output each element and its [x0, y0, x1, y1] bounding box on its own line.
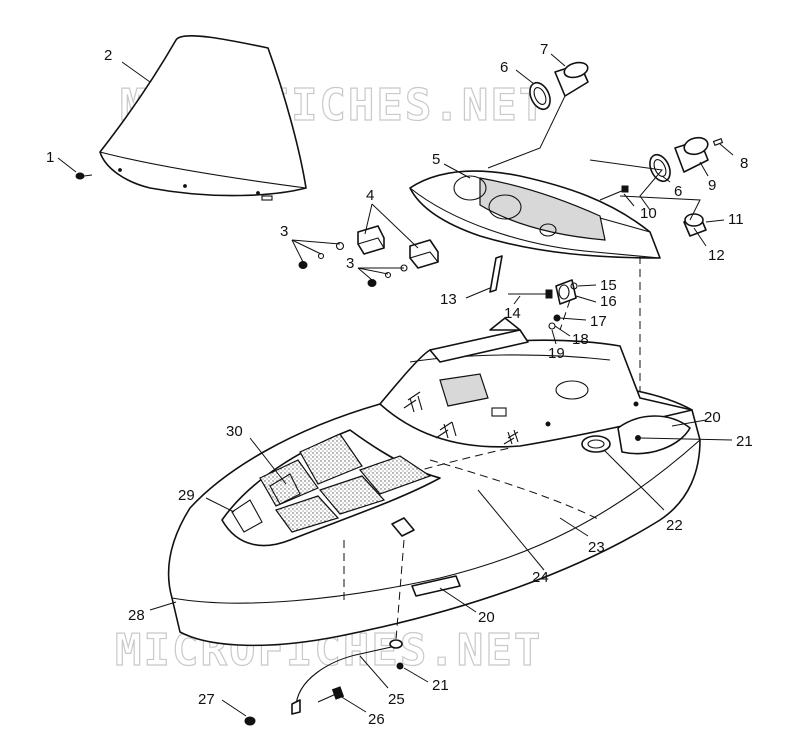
callout-27: 27	[198, 691, 215, 708]
callout-15: 15	[600, 277, 617, 294]
callout-28: 28	[128, 607, 145, 624]
callout-11: 11	[728, 211, 744, 228]
washer-15	[570, 282, 578, 290]
callout-6-upper: 6	[500, 59, 508, 76]
tether-25	[291, 639, 403, 715]
callout-29: 29	[178, 487, 195, 504]
dash-panel	[409, 170, 661, 259]
leader-lines	[57, 53, 734, 717]
callout-20-side: 20	[704, 409, 721, 426]
callout-6-lower: 6	[674, 183, 682, 200]
callout-12: 12	[708, 247, 725, 264]
washer-18	[548, 322, 556, 330]
callout-20-lower: 20	[478, 609, 495, 626]
screw-21-bottom	[396, 662, 404, 670]
callout-18: 18	[572, 331, 589, 348]
callout-30: 30	[226, 423, 243, 440]
screw-1	[75, 172, 93, 180]
callout-3-upper: 3	[280, 223, 288, 240]
gauge-upper	[554, 61, 589, 97]
callout-7: 7	[540, 41, 548, 58]
nut-27	[244, 716, 256, 726]
hardware-lower	[367, 264, 408, 287]
callout-14: 14	[504, 305, 521, 322]
callout-13: 13	[440, 291, 457, 308]
callout-16: 16	[600, 293, 617, 310]
callout-2: 2	[104, 47, 112, 64]
callout-4: 4	[366, 187, 374, 204]
callout-labels: 1 2 3 3 4 5 6 6 7 8 9 10 11 12 13 14 15 …	[46, 41, 753, 728]
windshield	[99, 35, 307, 201]
callout-24: 24	[532, 569, 549, 586]
callout-22: 22	[666, 517, 683, 534]
bolt-26	[317, 686, 345, 703]
callout-21-side: 21	[736, 433, 753, 450]
callout-25: 25	[388, 691, 405, 708]
cable-13	[489, 255, 503, 293]
gauge-ring-lower	[649, 153, 671, 183]
callout-23: 23	[588, 539, 605, 556]
callout-5: 5	[432, 151, 440, 168]
bracket-left	[357, 225, 385, 255]
hood	[167, 317, 701, 647]
callout-1: 1	[46, 149, 54, 166]
callout-19: 19	[548, 345, 565, 362]
callout-21-bottom: 21	[432, 677, 449, 694]
callout-17: 17	[590, 313, 607, 330]
callout-10: 10	[640, 205, 657, 222]
bulb-8	[712, 138, 724, 146]
bolt-14	[508, 289, 553, 299]
screw-10	[599, 185, 629, 201]
callout-8: 8	[740, 155, 748, 172]
callout-3-lower: 3	[346, 255, 354, 272]
callout-9: 9	[708, 177, 716, 194]
callout-26: 26	[368, 711, 385, 728]
indicator-11	[683, 213, 707, 237]
gauge-lower	[674, 136, 709, 173]
nut-17	[553, 314, 561, 322]
gauge-ring-upper	[529, 81, 551, 111]
